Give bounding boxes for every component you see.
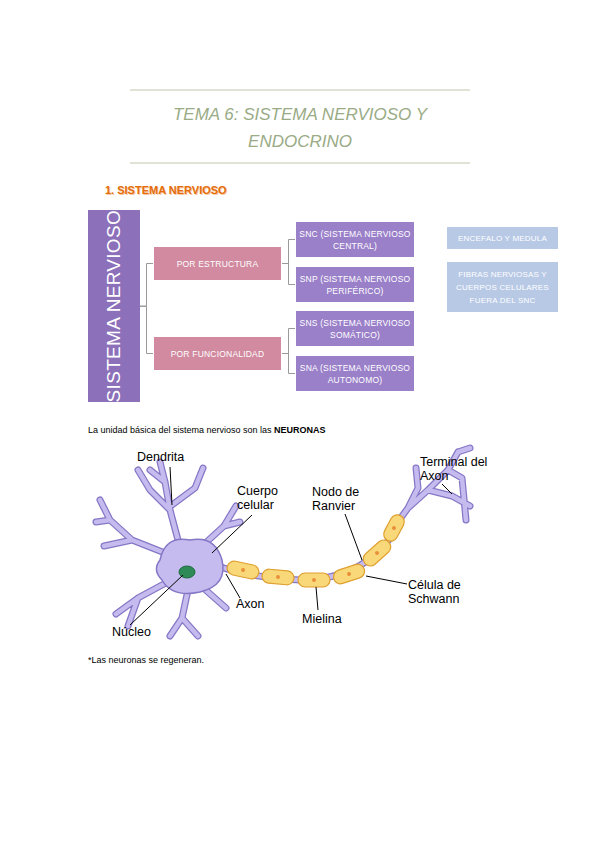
body-text-bold: NEURONAS xyxy=(274,425,326,435)
box-label: SNC (SISTEMA NERVIOSO CENTRAL) xyxy=(296,228,414,252)
footnote: *Las neuronas se regeneran. xyxy=(88,654,204,666)
category-box: POR ESTRUCTURA xyxy=(153,246,282,281)
schwann-nucleus xyxy=(391,525,396,530)
box-label: SISTEMA NERVIOSO xyxy=(103,210,125,402)
part-label: Mielina xyxy=(302,612,342,626)
part-label: Axon xyxy=(236,597,265,611)
schwann-nucleus xyxy=(346,571,351,576)
page-title: TEMA 6: SISTEMA NERVIOSO Y ENDOCRINO xyxy=(165,101,435,155)
connector xyxy=(282,329,295,354)
connector xyxy=(140,264,153,307)
division-box: SNS (SISTEMA NERVIOSO SOMÁTICO) xyxy=(295,310,415,347)
myelin-segment xyxy=(298,573,330,587)
box-label: SNP (SISTEMA NERVIOSO PERIFÉRICO) xyxy=(296,273,414,297)
section-heading: 1. SISTEMA NERVIOSO xyxy=(105,184,227,196)
box-label: FIBRAS NERVIOSAS Y CUERPOS CELULARES FUE… xyxy=(447,268,558,307)
schwann-nucleus xyxy=(276,575,280,579)
rule-line xyxy=(130,90,470,91)
schwann-nucleus xyxy=(374,550,380,556)
division-box: SNC (SISTEMA NERVIOSO CENTRAL) xyxy=(295,221,415,258)
part-label: Núcleo xyxy=(112,625,151,639)
myelin-sheath xyxy=(298,573,330,587)
myelin-segment xyxy=(381,512,407,543)
note-box: FIBRAS NERVIOSAS Y CUERPOS CELULARES FUE… xyxy=(447,262,558,312)
axon-fill xyxy=(215,520,400,580)
connector xyxy=(282,264,295,285)
schwann-nucleus xyxy=(241,568,246,573)
myelin-segment xyxy=(332,562,367,585)
myelin-segment xyxy=(261,569,294,586)
part-label: Terminal del Axon xyxy=(420,455,506,483)
box-label: POR FUNCIONALIDAD xyxy=(168,348,268,360)
rule-line xyxy=(130,163,470,164)
box-label: POR ESTRUCTURA xyxy=(174,258,262,270)
note-box: ENCEFALO Y MEDULA xyxy=(447,227,558,249)
myelin-sheath xyxy=(226,560,260,580)
schwann-nucleus xyxy=(312,578,316,582)
myelin-segment xyxy=(226,560,260,580)
part-label: Nodo de Ranvier xyxy=(312,485,370,513)
text-line: La unidad básica del sistema nervioso so… xyxy=(88,419,326,437)
neuron-illustration xyxy=(96,448,470,636)
part-label: Dendrita xyxy=(137,450,184,464)
myelin-sheath xyxy=(381,512,407,543)
dendrite-fill xyxy=(96,448,470,636)
leader-lines xyxy=(130,467,452,625)
part-label: Cuerpo celular xyxy=(237,484,297,512)
myelin-segment xyxy=(360,537,393,569)
part-label: Célula de Schwann xyxy=(408,578,480,606)
dendrite-outline xyxy=(96,448,470,636)
connector xyxy=(140,306,153,353)
myelin-sheath xyxy=(332,562,367,585)
axon-outline xyxy=(215,520,400,580)
box-label: ENCEFALO Y MEDULA xyxy=(455,232,550,245)
myelin-sheath xyxy=(360,537,393,569)
box-label: SNS (SISTEMA NERVIOSO SOMÁTICO) xyxy=(296,317,414,341)
connector xyxy=(282,354,295,374)
connector xyxy=(282,240,295,264)
body-text: La unidad básica del sistema nervioso so… xyxy=(88,425,272,435)
root-box: SISTEMA NERVIOSO xyxy=(88,210,140,402)
cell-body xyxy=(156,539,223,593)
category-box: POR FUNCIONALIDAD xyxy=(153,336,282,371)
division-box: SNA (SISTEMA NERVIOSO AUTONOMO) xyxy=(295,355,415,392)
myelin-sheath xyxy=(261,569,294,586)
division-box: SNP (SISTEMA NERVIOSO PERIFÉRICO) xyxy=(295,266,415,303)
box-label: SNA (SISTEMA NERVIOSO AUTONOMO) xyxy=(296,362,414,386)
